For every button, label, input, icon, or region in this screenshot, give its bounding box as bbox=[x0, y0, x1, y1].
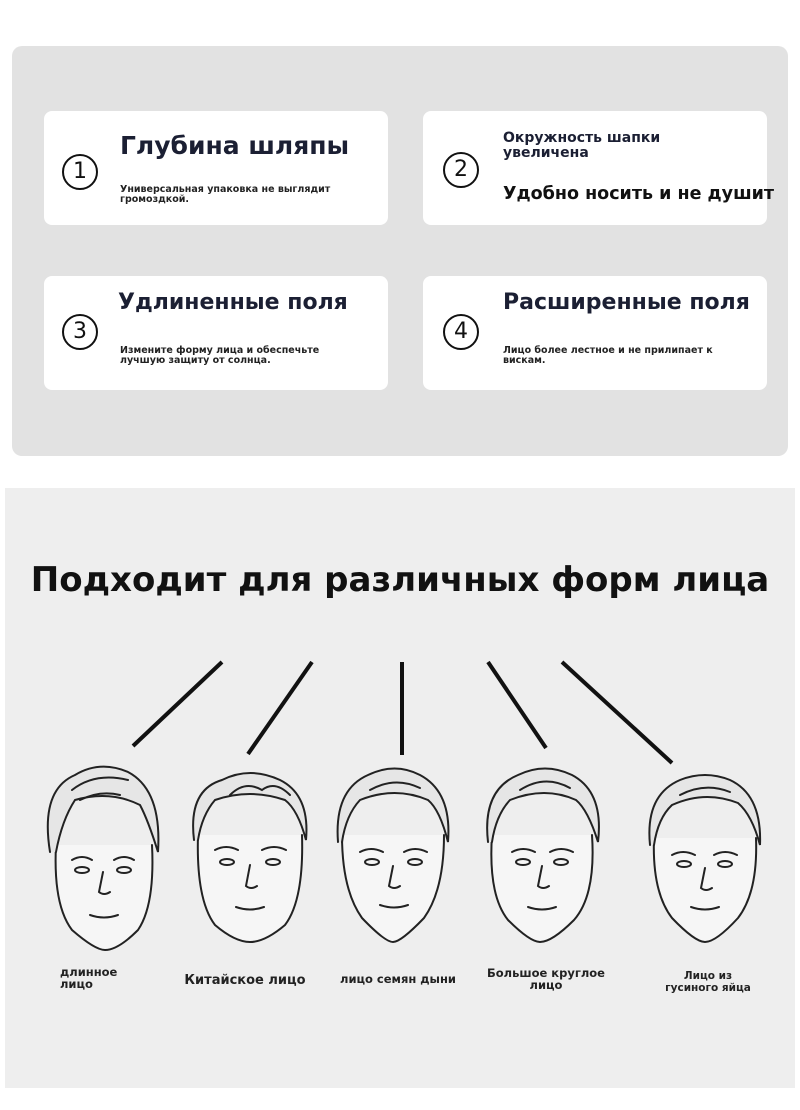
feature-title-3: Удлиненные поля bbox=[118, 290, 348, 315]
feature-desc-1: Универсальная упаковка не выглядит громо… bbox=[120, 184, 331, 205]
feature-subtitle-2: Удобно носить и не душит bbox=[503, 184, 775, 204]
number-badge-4: 4 bbox=[443, 314, 479, 350]
feature-title-2-line2: увеличена bbox=[503, 145, 589, 161]
face-goose-egg-illustration bbox=[648, 774, 762, 944]
number-badge-1: 1 bbox=[62, 154, 98, 190]
feature-title-2-line1: Окружность шапки bbox=[503, 130, 661, 146]
face-long-illustration bbox=[46, 765, 160, 952]
feature-desc-3: Измените форму лица и обеспечьте лучшую … bbox=[120, 345, 320, 366]
section-title: Подходит для различных форм лица bbox=[30, 560, 770, 600]
feature-card-2: 2 Окружность шапки увеличена Удобно носи… bbox=[423, 111, 774, 225]
number-badge-3: 3 bbox=[62, 314, 98, 350]
pointer-line-2 bbox=[246, 660, 314, 756]
face-chinese-illustration bbox=[192, 772, 308, 944]
feature-card-1: 1 Глубина шляпы Универсальная упаковка н… bbox=[44, 111, 388, 225]
pointer-line-5 bbox=[560, 660, 674, 765]
feature-card-4: 4 Расширенные поля Лицо более лестное и … bbox=[423, 276, 767, 390]
feature-desc-4: Лицо более лестное и не прилипает к виск… bbox=[503, 345, 713, 366]
pointer-line-4 bbox=[486, 660, 548, 750]
feature-title-1: Глубина шляпы bbox=[120, 131, 350, 160]
face-label-long: длинное лицо bbox=[60, 965, 118, 991]
face-round-illustration bbox=[486, 767, 600, 944]
face-label-round: Большое круглое лицо bbox=[487, 966, 605, 992]
face-label-melon-seed: лицо семян дыни bbox=[340, 972, 456, 986]
feature-card-3: 3 Удлиненные поля Измените форму лица и … bbox=[44, 276, 388, 390]
face-label-goose-egg: Лицо из гусиного яйца bbox=[665, 970, 751, 994]
face-label-chinese: Китайское лицо bbox=[184, 973, 306, 988]
face-melon-seed-illustration bbox=[336, 767, 450, 944]
feature-title-4: Расширенные поля bbox=[503, 290, 750, 315]
pointer-line-1 bbox=[131, 660, 224, 748]
number-badge-2: 2 bbox=[443, 152, 479, 188]
